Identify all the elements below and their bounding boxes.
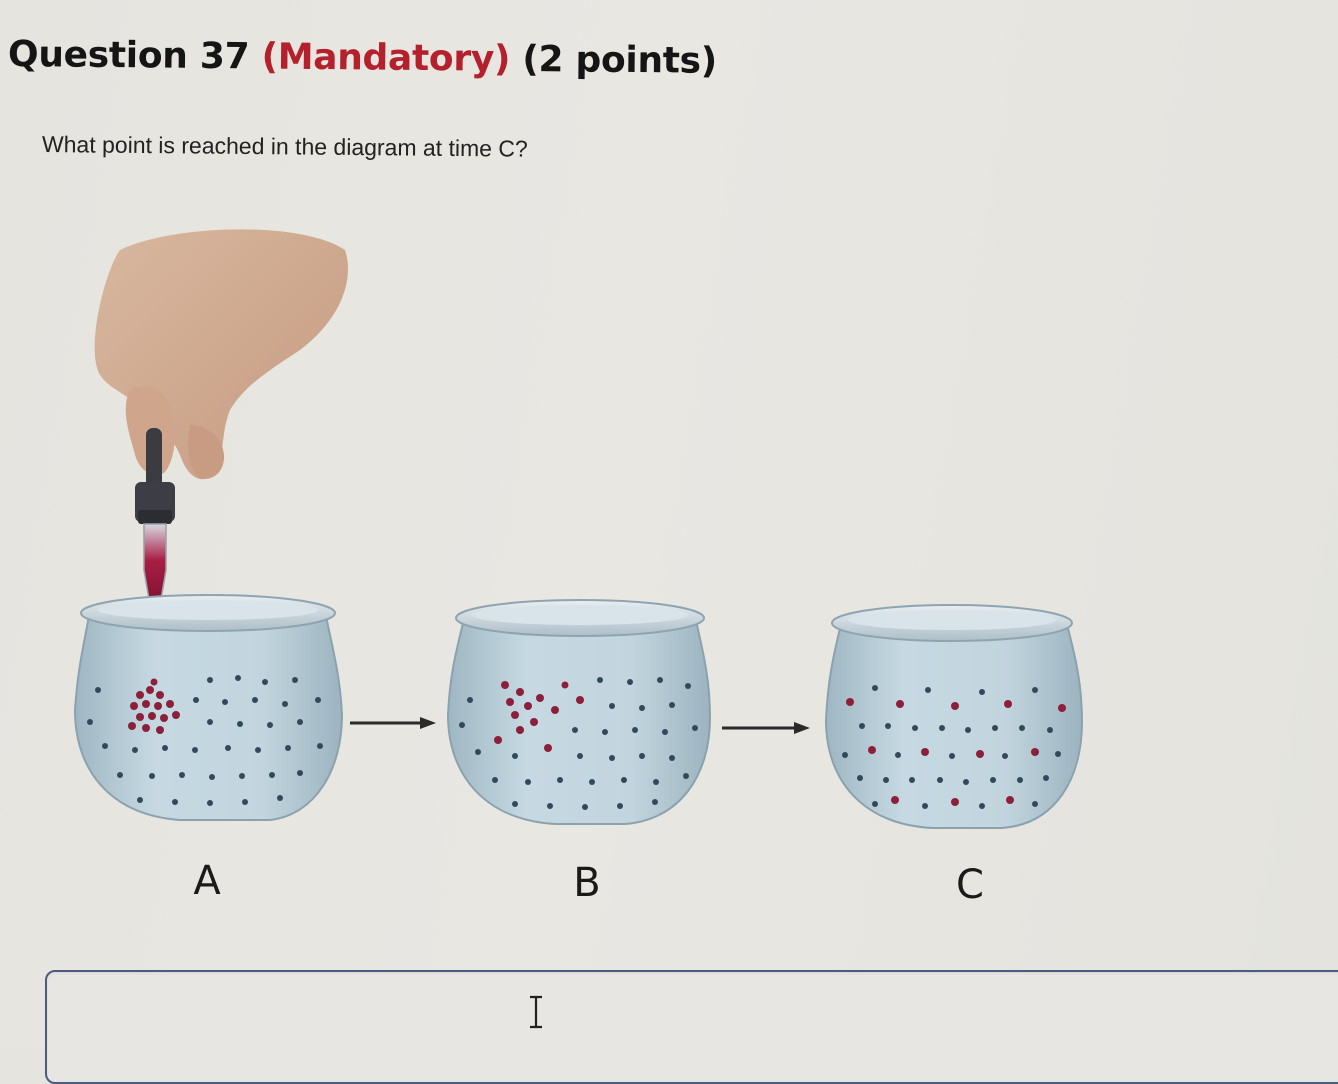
dye-cluster-a	[128, 678, 180, 734]
diffusion-diagram: A B C	[0, 210, 1338, 930]
dye-particles-b	[494, 681, 584, 752]
question-title: Question 37 (Mandatory) (2 points)	[8, 34, 717, 82]
question-prompt: What point is reached in the diagram at …	[41, 131, 528, 162]
label-a: A	[193, 858, 221, 904]
arrow-a-to-b	[350, 717, 436, 729]
question-number: Question 37	[7, 34, 250, 78]
water-particles-c	[842, 685, 1061, 809]
beaker-a	[73, 594, 344, 821]
hand-with-dropper	[94, 229, 348, 606]
mandatory-label: (Mandatory)	[261, 36, 511, 80]
text-cursor-icon	[530, 995, 542, 1029]
label-b: B	[573, 860, 601, 906]
points-label: (2 points)	[522, 38, 718, 82]
diffusion-illustration	[73, 229, 1084, 829]
dye-particles-c	[846, 698, 1066, 806]
arrow-b-to-c	[722, 722, 810, 734]
beaker-c	[824, 604, 1084, 829]
water-particles-a	[87, 675, 323, 806]
beaker-b	[446, 599, 712, 825]
answer-input[interactable]	[45, 970, 1338, 1084]
label-c: C	[956, 862, 984, 908]
water-particles-b	[459, 677, 698, 810]
